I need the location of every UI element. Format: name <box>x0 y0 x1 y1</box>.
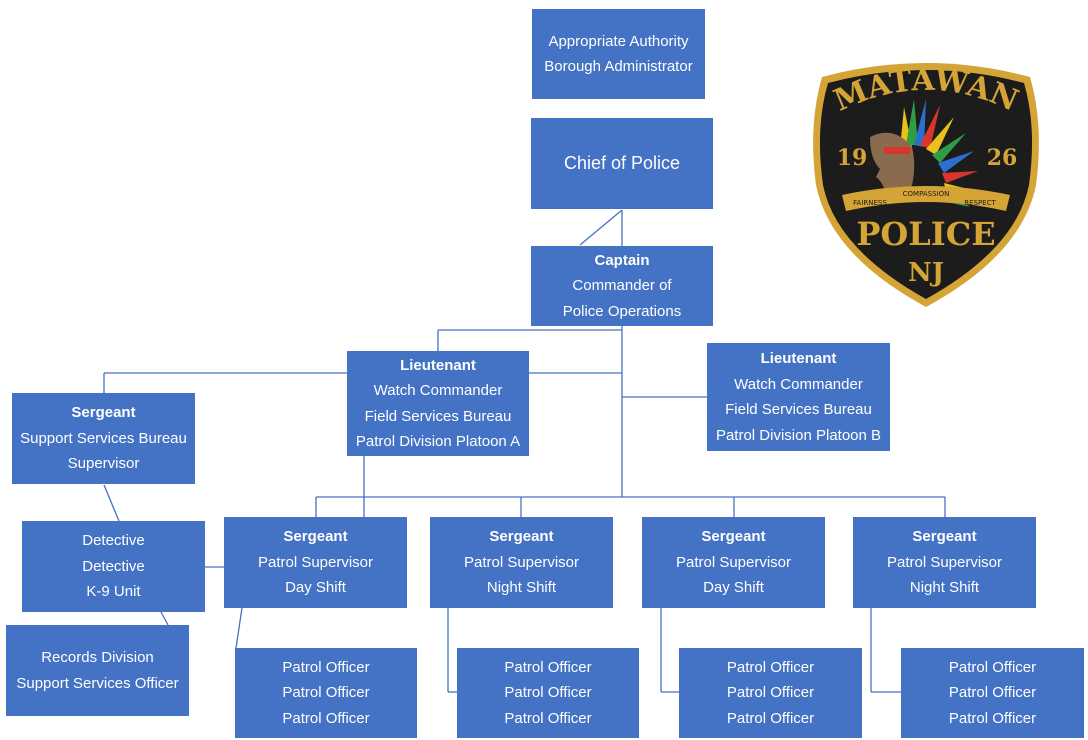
captain-box: Captain Commander of Police Operations <box>531 246 713 326</box>
patrol-officers-box: Patrol Officer Patrol Officer Patrol Off… <box>235 648 417 738</box>
patrol-sergeant-line-1: Patrol Supervisor <box>675 553 792 571</box>
patrol-sergeant-line-2: Day Shift <box>285 579 346 597</box>
records-line-1: Records Division <box>41 649 154 666</box>
lieutenant-a-line-2: Field Services Bureau <box>364 407 512 425</box>
badge-ribbon-fairness: FAIRNESS <box>853 199 887 207</box>
lieutenant-a-rank: Lieutenant <box>400 356 476 374</box>
badge-bottom-text: POLICE <box>856 215 995 253</box>
support-sergeant-line-2: Supervisor <box>67 455 140 473</box>
patrol-sergeant-rank: Sergeant <box>912 528 977 546</box>
patrol-sergeant-box: Sergeant Patrol Supervisor Day Shift <box>642 517 825 608</box>
support-sergeant-box: Sergeant Support Services Bureau Supervi… <box>12 393 195 484</box>
badge-black-shield <box>819 70 1033 299</box>
patrol-officer-label: Patrol Officer <box>726 709 815 727</box>
captain-line-2: Police Operations <box>562 302 682 320</box>
lieutenant-b-box: Lieutenant Watch Commander Field Service… <box>707 343 890 451</box>
lieutenant-a-line-1: Watch Commander <box>373 382 503 399</box>
lieutenant-b-line-1: Watch Commander <box>734 375 863 393</box>
chief-box: Chief of Police <box>531 118 713 209</box>
authority-box: Appropriate Authority Borough Administra… <box>532 9 705 99</box>
patrol-sergeant-rank: Sergeant <box>283 528 348 546</box>
support-sergeant-line-1: Support Services Bureau <box>20 429 187 447</box>
patrol-sergeant-rank: Sergeant <box>701 528 766 546</box>
badge-year-left: 19 <box>837 145 868 171</box>
detective-line-2: Detective <box>82 557 145 575</box>
patrol-sergeant-line-2: Night Shift <box>909 579 980 597</box>
captain-line-1: Commander of <box>572 277 672 295</box>
chief-label: Chief of Police <box>563 152 681 173</box>
support-sergeant-rank: Sergeant <box>71 404 136 422</box>
police-badge-logo: MATAWAN 19 26 FAIRNESS COMPASSION RESPEC… <box>813 63 1039 307</box>
patrol-officers-box: Patrol Officer Patrol Officer Patrol Off… <box>679 648 862 738</box>
patrol-sergeant-box: Sergeant Patrol Supervisor Night Shift <box>430 517 613 608</box>
records-box: Records Division Support Services Office… <box>6 625 189 716</box>
patrol-sergeant-line-1: Patrol Supervisor <box>257 553 374 571</box>
lieutenant-b-rank: Lieutenant <box>760 350 837 367</box>
authority-line-1: Appropriate Authority <box>548 32 689 50</box>
records-line-2: Support Services Officer <box>16 674 179 692</box>
lieutenant-b-line-3: Patrol Division Platoon B <box>715 426 882 444</box>
lieutenant-a-box: Lieutenant Watch Commander Field Service… <box>347 351 529 456</box>
patrol-sergeant-rank: Sergeant <box>489 528 554 546</box>
badge-ribbon <box>842 186 1010 211</box>
patrol-officer-label: Patrol Officer <box>282 684 370 702</box>
captain-rank: Captain <box>594 251 650 269</box>
patrol-officer-label: Patrol Officer <box>282 709 370 727</box>
badge-year-right: 26 <box>987 145 1018 171</box>
detective-box: Detective Detective K-9 Unit <box>22 521 205 612</box>
patrol-officer-label: Patrol Officer <box>726 658 815 676</box>
patrol-sergeant-line-1: Patrol Supervisor <box>886 553 1003 571</box>
authority-line-2: Borough Administrator <box>544 58 693 75</box>
patrol-officer-label: Patrol Officer <box>282 658 370 676</box>
patrol-officer-label: Patrol Officer <box>504 658 592 676</box>
patrol-officers-box: Patrol Officer Patrol Officer Patrol Off… <box>457 648 639 738</box>
badge-state-text: NJ <box>908 258 944 288</box>
lieutenant-b-line-2: Field Services Bureau <box>725 401 872 418</box>
badge-ribbon-respect: RESPECT <box>964 199 996 207</box>
patrol-sergeant-box: Sergeant Patrol Supervisor Day Shift <box>224 517 407 608</box>
patrol-officers-box: Patrol Officer Patrol Officer Patrol Off… <box>901 648 1084 738</box>
patrol-officer-label: Patrol Officer <box>504 709 592 727</box>
lieutenant-a-line-3: Patrol Division Platoon A <box>355 433 521 450</box>
detective-line-3: K-9 Unit <box>86 583 141 601</box>
patrol-sergeant-box: Sergeant Patrol Supervisor Night Shift <box>853 517 1036 608</box>
detective-line-1: Detective <box>82 532 145 550</box>
patrol-officer-label: Patrol Officer <box>948 684 1037 702</box>
patrol-officer-label: Patrol Officer <box>948 709 1037 727</box>
badge-ribbon-compassion: COMPASSION <box>903 190 950 198</box>
patrol-sergeant-line-1: Patrol Supervisor <box>463 553 580 571</box>
patrol-sergeant-line-2: Night Shift <box>486 579 557 597</box>
patrol-sergeant-line-2: Day Shift <box>703 579 764 597</box>
patrol-officer-label: Patrol Officer <box>726 684 815 702</box>
patrol-officer-label: Patrol Officer <box>948 658 1037 676</box>
patrol-officer-label: Patrol Officer <box>504 684 592 702</box>
